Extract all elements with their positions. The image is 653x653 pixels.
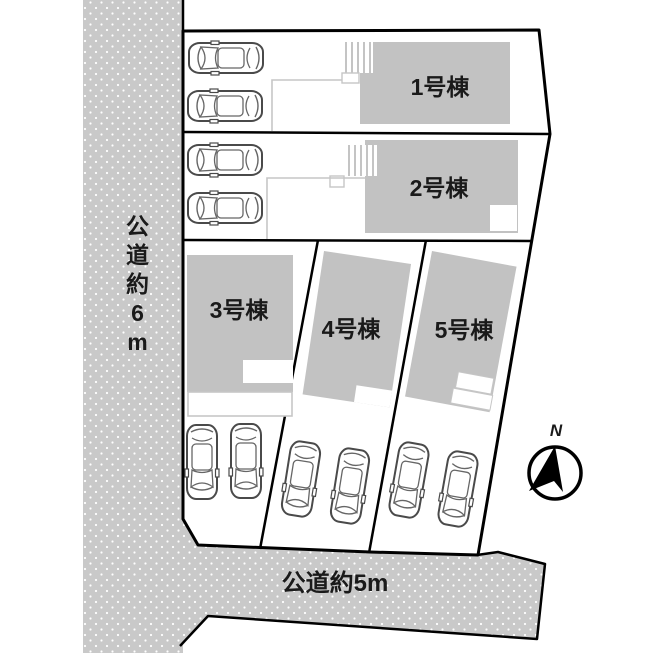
bottom-road-outline [179,550,547,647]
approach-outline-1 [271,79,342,131]
building-4-footprint [302,251,412,408]
lot-divider-horizontal-1 [182,130,551,136]
left-road [83,0,183,653]
building-1-footprint [360,42,510,124]
car-icon [184,424,220,500]
building-3-porch [187,391,293,417]
stairs-icon [340,42,373,84]
building-1 [271,42,510,131]
compass-icon [527,445,583,501]
building-2-notch [490,205,517,231]
building-3 [187,255,293,417]
lot-divider-horizontal-2 [182,238,533,243]
car-icon [228,423,264,499]
lot-divider-4-5 [367,239,428,554]
building-4-notch [353,385,393,408]
car-icon [187,88,263,124]
building-5-notch-lower [450,387,494,411]
car-icon [187,190,263,226]
building-2 [266,140,518,239]
approach-outline-2 [266,177,365,239]
building-4 [302,251,412,408]
car-icon [188,40,264,76]
car-icon [187,142,263,178]
building-3-notch [243,360,293,383]
building-5 [405,251,517,413]
stairs-icon [329,145,377,188]
building-5-notch-upper [454,371,495,395]
bottom-road [180,519,545,646]
building-5-footprint [405,251,517,413]
